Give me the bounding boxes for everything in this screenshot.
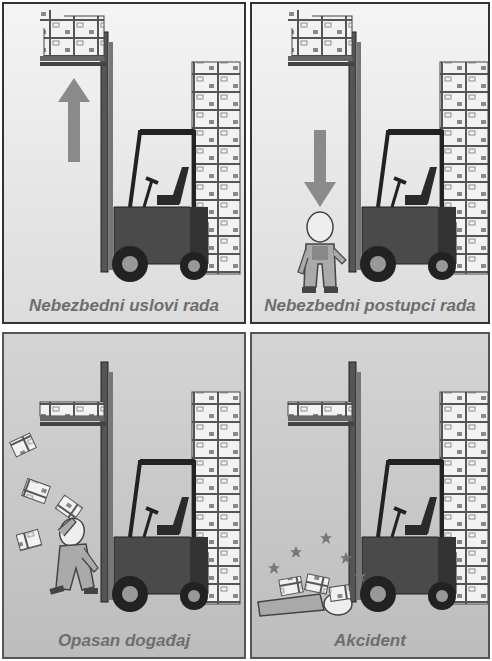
comic-panel: Nebezbedni uslovi rada — [2, 2, 246, 324]
panel-caption: Nebezbedni uslovi rada — [29, 296, 219, 316]
comic-panel: Nebezbedni postupci rada — [250, 2, 490, 324]
comic-panel: Akcident — [250, 332, 490, 659]
panel-caption: Akcident — [334, 631, 406, 651]
comic-panel: Opasan događaj — [2, 332, 246, 659]
panel-caption: Opasan događaj — [58, 631, 190, 651]
panel-caption: Nebezbedni postupci rada — [264, 296, 476, 316]
